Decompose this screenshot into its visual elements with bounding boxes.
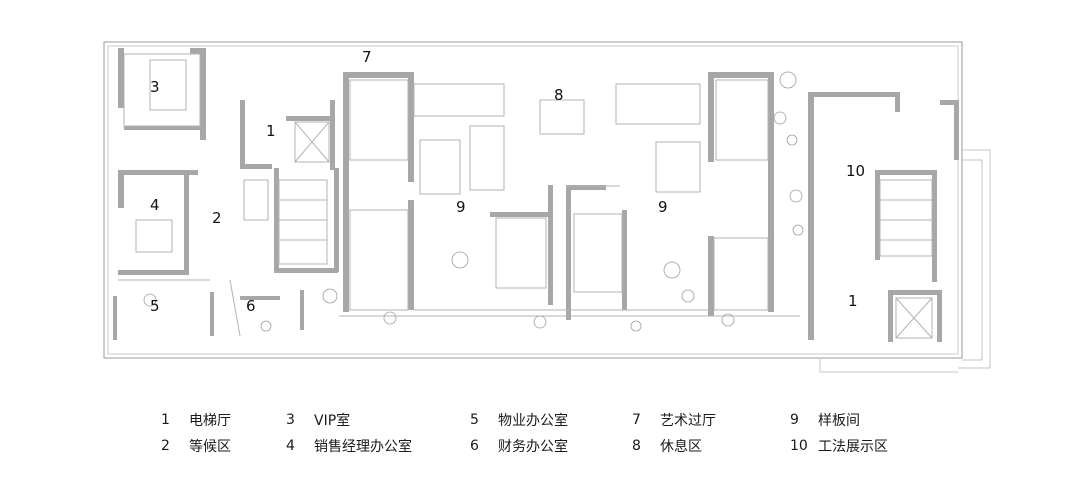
room-number-7: 7 bbox=[362, 48, 372, 66]
room-number-5: 5 bbox=[150, 297, 160, 315]
room-number-labels: 3 7 8 1 10 4 2 9 9 5 6 1 bbox=[150, 48, 865, 315]
room-number-2: 2 bbox=[212, 209, 222, 227]
room-number-1-right: 1 bbox=[848, 292, 858, 310]
room-number-10: 10 bbox=[846, 162, 865, 180]
walls bbox=[113, 48, 959, 342]
plants bbox=[143, 71, 804, 332]
building-outline bbox=[103, 41, 963, 359]
room-number-6: 6 bbox=[246, 297, 256, 315]
room-number-9-right: 9 bbox=[658, 198, 668, 216]
room-number-8: 8 bbox=[554, 86, 564, 104]
room-number-9-left: 9 bbox=[456, 198, 466, 216]
room-number-1-left: 1 bbox=[266, 122, 276, 140]
terrace-lines bbox=[819, 149, 991, 373]
room-number-3: 3 bbox=[150, 78, 160, 96]
room-number-4: 4 bbox=[150, 196, 160, 214]
